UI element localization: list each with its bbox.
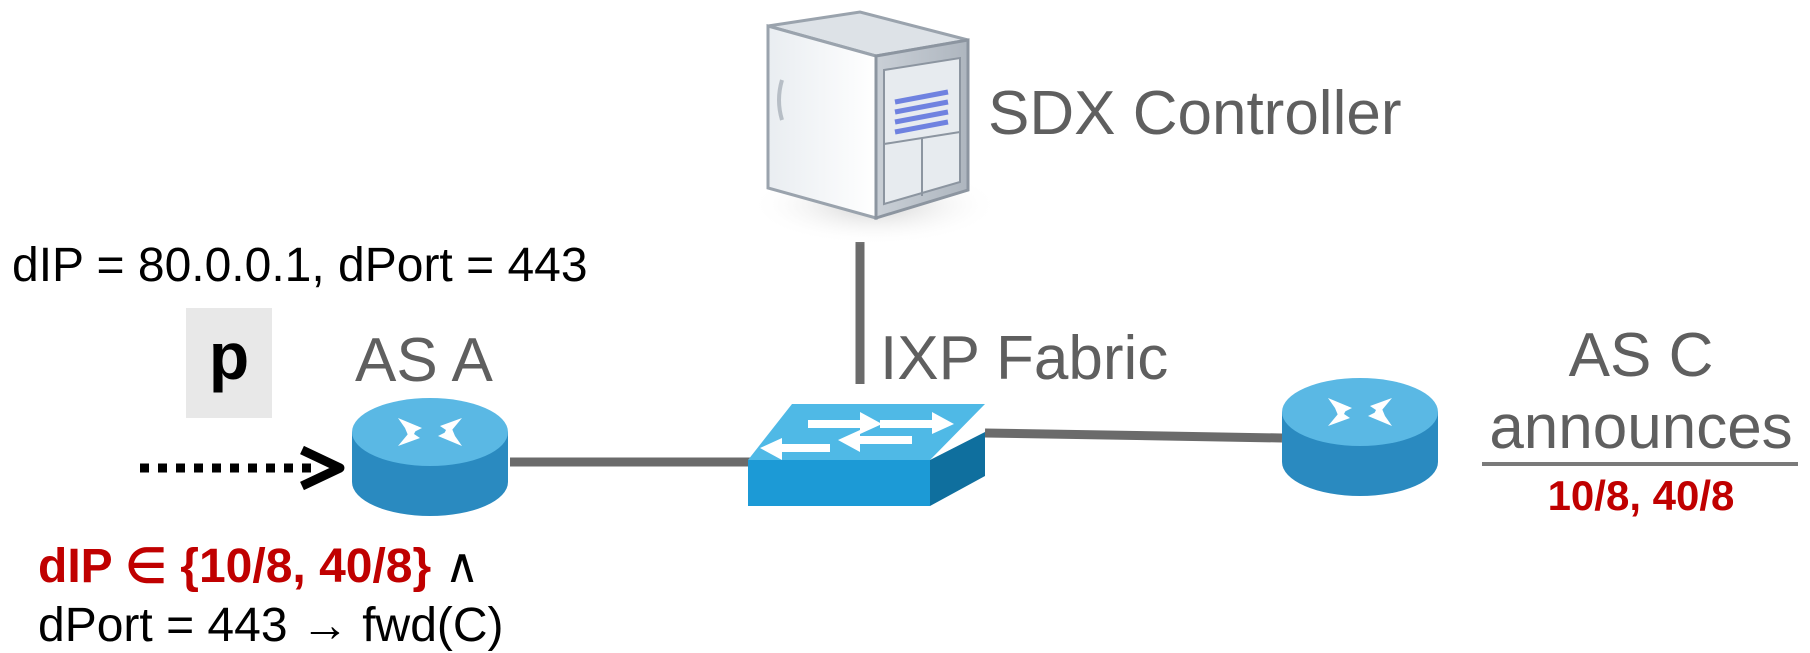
router-as-c-icon xyxy=(1282,378,1438,496)
policy-rule-action: dPort = 443 → fwd(C) xyxy=(38,599,504,652)
as-c-announces-label: announces xyxy=(1489,393,1793,462)
packet-name: p xyxy=(208,319,250,393)
packet-header-label: dIP = 80.0.0.1, dPort = 443 xyxy=(12,239,588,292)
policy-rule-condition: dIP ∈ {10/8, 40/8} ∧ xyxy=(38,538,480,594)
as-a-label: AS A xyxy=(355,326,493,395)
as-c-label: AS C xyxy=(1568,321,1714,390)
packet-arrow-icon xyxy=(140,445,345,491)
policy-condition-text: dIP ∈ {10/8, 40/8} xyxy=(38,540,432,593)
sdx-controller-label: SDX Controller xyxy=(988,79,1402,148)
as-c-prefixes: 10/8, 40/8 xyxy=(1547,472,1735,519)
ixp-fabric-label: IXP Fabric xyxy=(880,324,1169,393)
packet-box xyxy=(186,308,272,418)
router-as-a-icon xyxy=(352,398,508,516)
announces-underline xyxy=(1482,462,1798,466)
server-icon xyxy=(750,10,1000,245)
policy-operator: ∧ xyxy=(431,540,480,593)
link-ixp-to-as-c xyxy=(984,428,1283,443)
switch-icon xyxy=(748,404,985,506)
